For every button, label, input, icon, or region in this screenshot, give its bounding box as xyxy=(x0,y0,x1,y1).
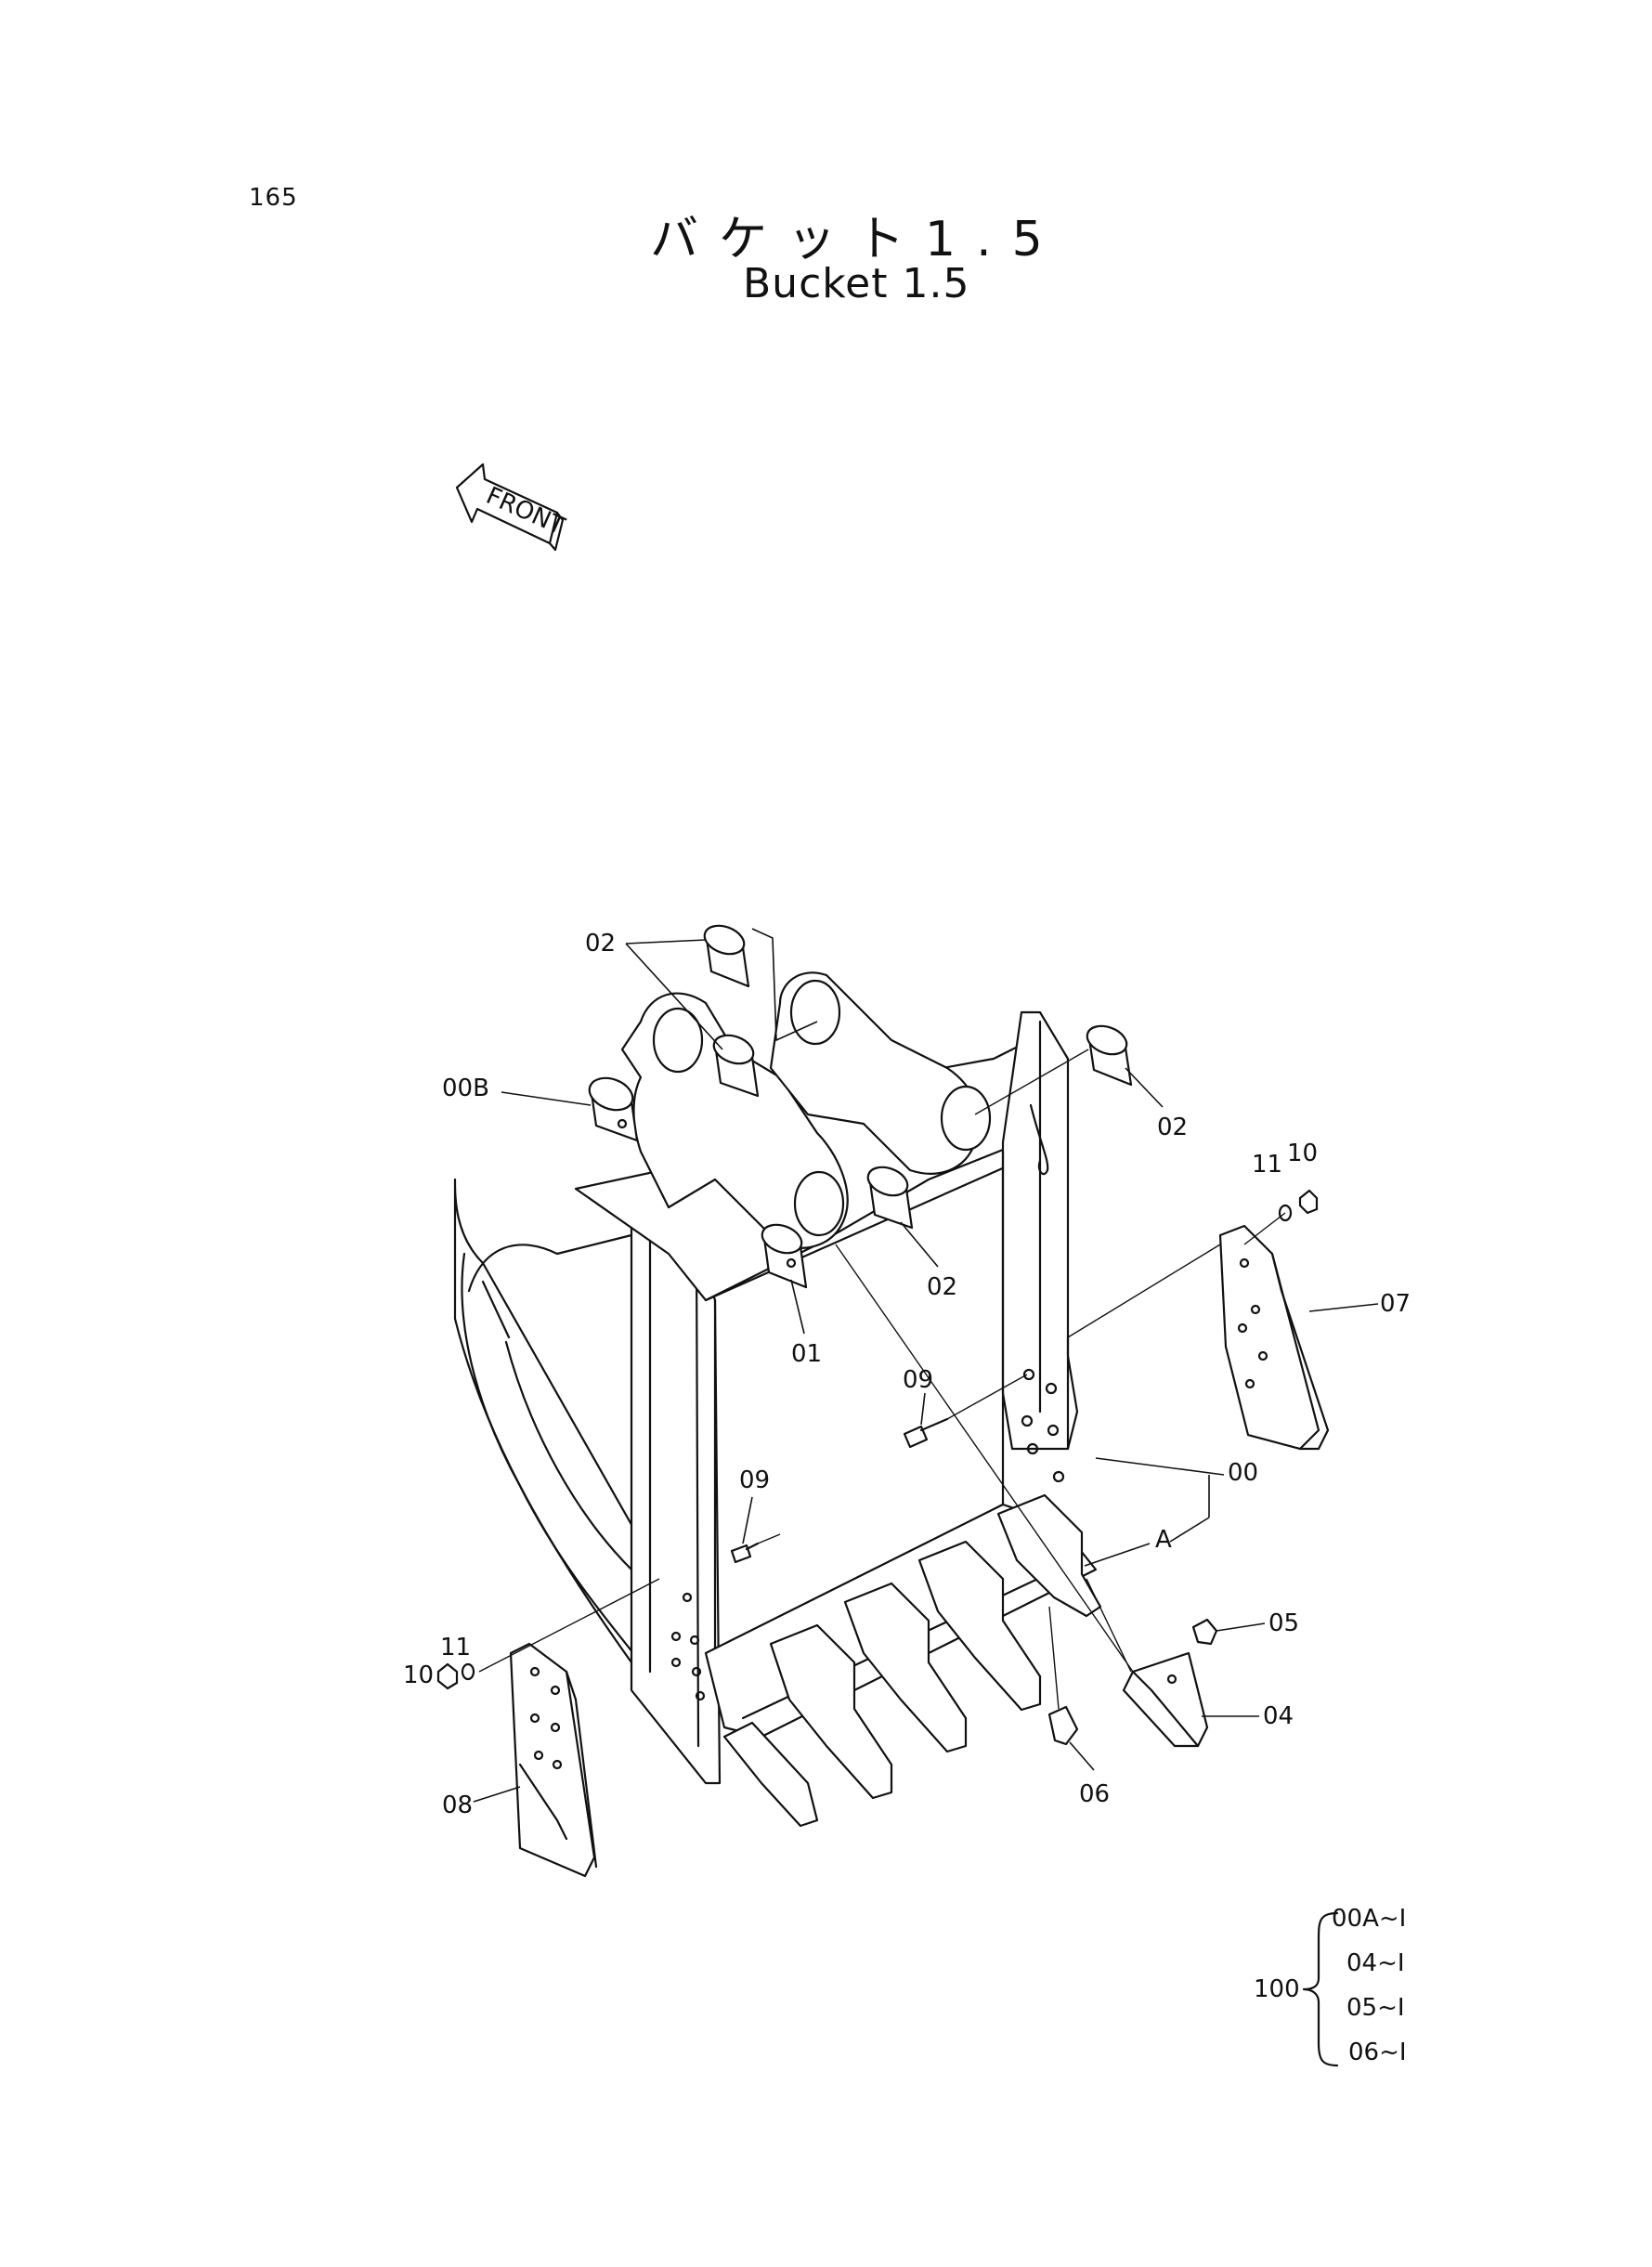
bushing-02-upper-mid xyxy=(712,1034,760,1098)
bushing-02-right xyxy=(1086,1024,1133,1087)
leader-lines xyxy=(473,928,1379,1803)
callout-10-right: 10 xyxy=(1287,1140,1318,1167)
assembly-note-label: 100 xyxy=(1254,1975,1300,2003)
bushing-02-mid xyxy=(866,1166,914,1230)
callout-07: 07 xyxy=(1380,1290,1411,1318)
washer-11-left xyxy=(461,1662,475,1681)
bushing-00B xyxy=(588,1076,639,1142)
callout-08: 08 xyxy=(442,1791,473,1819)
callout-A: A xyxy=(1155,1526,1172,1554)
bolt-09-upper xyxy=(903,1417,949,1449)
callout-09-lower: 09 xyxy=(739,1466,770,1494)
callout-05: 05 xyxy=(1268,1609,1299,1637)
nut-10-right xyxy=(1298,1189,1319,1215)
callout-02-mid: 02 xyxy=(927,1273,957,1301)
front-arrow-icon: FRONT xyxy=(455,463,568,552)
nut-10-left xyxy=(436,1662,459,1690)
side-cutter-08 xyxy=(509,1642,598,1878)
assembly-note-item-4: 06~I xyxy=(1348,2039,1407,2066)
link-brackets xyxy=(620,971,992,1249)
lock-06 xyxy=(1047,1705,1079,1746)
callout-04: 04 xyxy=(1263,1702,1294,1730)
tooth-04 xyxy=(1122,1651,1209,1748)
bolt-09-lower xyxy=(730,1542,760,1564)
callout-02-top: 02 xyxy=(585,930,616,958)
callout-01: 01 xyxy=(791,1340,822,1368)
bushing-01 xyxy=(761,1223,808,1289)
callout-11-right: 11 xyxy=(1252,1151,1282,1179)
assembly-note: 100 00A~I 04~I 05~I 06~I xyxy=(1254,1905,1407,2067)
callout-09-upper: 09 xyxy=(903,1366,933,1394)
side-cutter-07 xyxy=(1218,1224,1330,1451)
bucket-teeth xyxy=(722,1493,1102,1828)
assembly-note-item-3: 05~I xyxy=(1346,1994,1405,2022)
title-english: Bucket 1.5 xyxy=(743,260,970,307)
callout-00B: 00B xyxy=(442,1075,489,1102)
bushing-02-top xyxy=(703,924,750,988)
callout-00: 00 xyxy=(1228,1459,1258,1487)
page-number: 165 xyxy=(249,184,298,212)
assembly-note-item-2: 04~I xyxy=(1346,1949,1405,1977)
callout-10-left: 10 xyxy=(403,1661,434,1689)
callout-06: 06 xyxy=(1079,1780,1110,1808)
pin-05 xyxy=(1191,1618,1218,1646)
title-japanese: バケット1.5 xyxy=(650,212,1063,267)
callout-02-right: 02 xyxy=(1157,1114,1188,1141)
callout-11-left: 11 xyxy=(440,1634,471,1661)
assembly-note-item-1: 00A~I xyxy=(1332,1905,1406,1933)
